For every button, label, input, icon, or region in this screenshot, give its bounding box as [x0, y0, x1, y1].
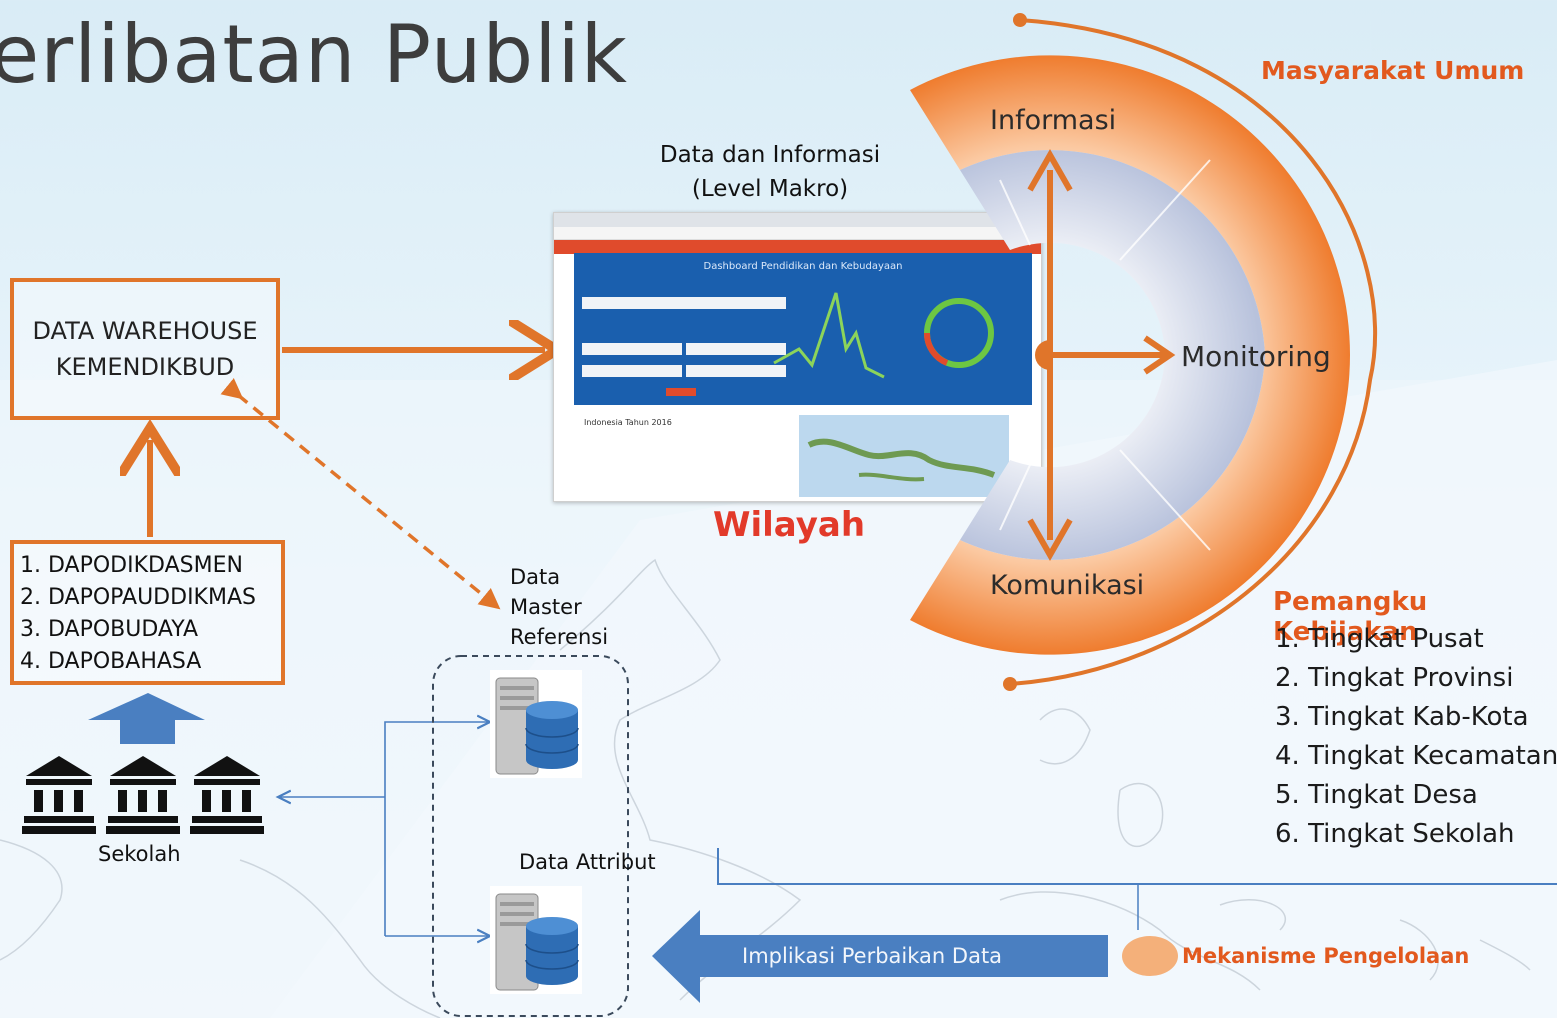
public-label: Masyarakat Umum	[1261, 56, 1525, 85]
data-warehouse-line2: KEMENDIKBUD	[55, 353, 235, 381]
browser-tabs	[554, 213, 1041, 227]
school-label: Sekolah	[98, 842, 181, 866]
ring-label-komunikasi: Komunikasi	[990, 570, 1145, 601]
database-group-border	[432, 655, 629, 1017]
data-source-item: 2. DAPOPAUDDIKMAS	[20, 585, 256, 610]
browser-url-bar	[554, 227, 1041, 240]
stakeholder-item: 5. Tingkat Desa	[1275, 780, 1478, 810]
data-source-list: 1. DAPODIKDASMEN 2. DAPOPAUDDIKMAS 3. DA…	[10, 540, 285, 685]
dashboard-hero-graphics	[582, 292, 994, 396]
schools-upload-arrow	[88, 693, 205, 744]
outer-orange-ring	[910, 55, 1350, 655]
mechanism-marker	[1122, 936, 1178, 976]
wilayah-label: Wilayah	[713, 505, 866, 545]
dashboard-hero: Dashboard Pendidikan dan Kebudayaan	[574, 253, 1032, 405]
ring-segment-lines	[999, 159, 1211, 551]
attribute-database-icon	[490, 886, 582, 994]
master-ref-dashed-arrow	[220, 378, 501, 610]
master-ref-label: Data Master Referensi	[510, 562, 608, 652]
data-warehouse-box: DATA WAREHOUSE KEMENDIKBUD	[10, 278, 280, 420]
master-database-icon	[490, 670, 582, 778]
database-connectors	[278, 722, 490, 936]
mechanism-label: Mekanisme Pengelolaan	[1182, 944, 1470, 968]
dashboard-header: Dashboard Pendidikan dan Kebudayaan	[703, 261, 903, 272]
data-source-item: 4. DAPOBAHASA	[20, 649, 202, 674]
feedback-arrow-label: Implikasi Perbaikan Data	[742, 944, 1003, 968]
data-warehouse-line1: DATA WAREHOUSE	[32, 317, 258, 345]
school-building-icon	[106, 756, 180, 834]
dashboard-map	[799, 415, 1009, 497]
data-info-line2: (Level Makro)	[691, 176, 849, 202]
stakeholder-item: 3. Tingkat Kab-Kota	[1275, 702, 1529, 732]
inner-blue-ring	[960, 150, 1265, 560]
dashboard-nav-bar	[554, 240, 1041, 254]
ring-label-informasi: Informasi	[990, 105, 1117, 136]
attribute-label: Data Attribut	[519, 850, 656, 874]
dashboard-subheader: Indonesia Tahun 2016	[584, 418, 672, 427]
public-arc	[1003, 13, 1378, 691]
stakeholder-bracket-line	[717, 848, 1557, 885]
feedback-arrow	[652, 910, 1108, 1003]
map-outline-decoration	[0, 558, 1531, 1018]
ring-center-marker	[1035, 340, 1050, 370]
master-ref-line2: Master	[510, 595, 582, 619]
data-info-line1: Data dan Informasi	[659, 142, 881, 168]
page-title: erlibatan Publik	[0, 8, 628, 101]
data-info-heading: Data dan Informasi (Level Makro)	[640, 138, 900, 206]
data-source-item: 1. DAPODIKDASMEN	[20, 553, 243, 578]
stakeholder-item: 2. Tingkat Provinsi	[1275, 663, 1514, 693]
school-icons	[22, 756, 264, 834]
ring-label-monitoring: Monitoring	[1181, 340, 1331, 373]
stakeholder-list: 1. Tingkat Pusat 2. Tingkat Provinsi 3. …	[1275, 620, 1557, 854]
school-building-icon	[22, 756, 96, 834]
data-source-item: 3. DAPOBUDAYA	[20, 617, 199, 642]
stakeholder-item: 1. Tingkat Pusat	[1275, 624, 1484, 654]
school-building-icon	[190, 756, 264, 834]
dashboard-screenshot: Dashboard Pendidikan dan Kebudayaan Indo…	[553, 212, 1042, 502]
stakeholder-title: Pemangku Kebijakan	[1273, 587, 1428, 647]
stakeholder-item: 4. Tingkat Kecamatan	[1275, 741, 1557, 771]
stakeholder-item: 6. Tingkat Sekolah	[1275, 819, 1515, 849]
dashboard-map-graphic	[807, 438, 996, 482]
master-ref-line1: Data	[510, 565, 561, 589]
master-ref-line3: Referensi	[510, 625, 609, 649]
monitoring-ring	[910, 55, 1350, 655]
